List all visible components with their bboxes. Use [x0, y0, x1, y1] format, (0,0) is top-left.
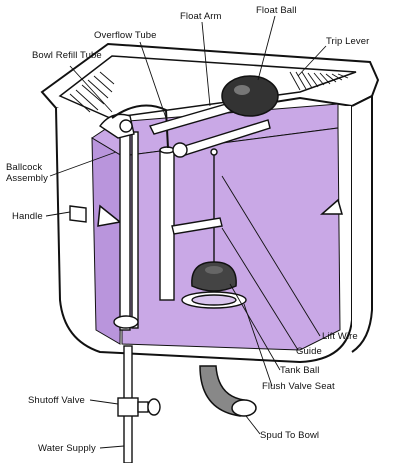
trip-lever — [172, 119, 271, 158]
label-ballcock: Ballcock — [6, 162, 42, 173]
label-float-arm: Float Arm — [180, 11, 222, 22]
overflow-tube — [159, 146, 175, 301]
ballcock-assembly — [98, 113, 139, 331]
label-guide: Guide — [296, 346, 322, 357]
label-lift-wire: Lift Wire — [322, 331, 358, 342]
label-spud-to-bowl: Spud To Bowl — [260, 430, 319, 441]
label-handle: Handle — [12, 211, 43, 222]
label-ballcock-assembly: Assembly — [6, 173, 48, 184]
tank-ball — [191, 261, 237, 292]
label-shutoff-valve: Shutoff Valve — [28, 395, 85, 406]
label-bowl-refill-tube: Bowl Refill Tube — [32, 50, 102, 61]
shutoff-valve — [117, 397, 161, 417]
handle — [69, 205, 87, 223]
spud-to-bowl — [199, 365, 257, 417]
guide — [171, 217, 223, 235]
label-overflow-tube: Overflow Tube — [94, 30, 157, 41]
label-float-ball: Float Ball — [256, 5, 297, 16]
label-water-supply: Water Supply — [38, 443, 96, 454]
tank-water — [91, 103, 343, 351]
float-ball — [221, 75, 279, 117]
label-flush-valve-seat: Flush Valve Seat — [262, 381, 335, 392]
labels: Float Arm Float Ball Overflow Tube Trip … — [6, 5, 369, 454]
leader-lines — [45, 15, 327, 449]
label-tank-ball: Tank Ball — [280, 365, 319, 376]
lift-wire — [210, 148, 218, 270]
bowl-refill-tube — [111, 104, 169, 149]
flush-valve-seat — [181, 291, 247, 309]
label-trip-lever: Trip Lever — [326, 36, 369, 47]
